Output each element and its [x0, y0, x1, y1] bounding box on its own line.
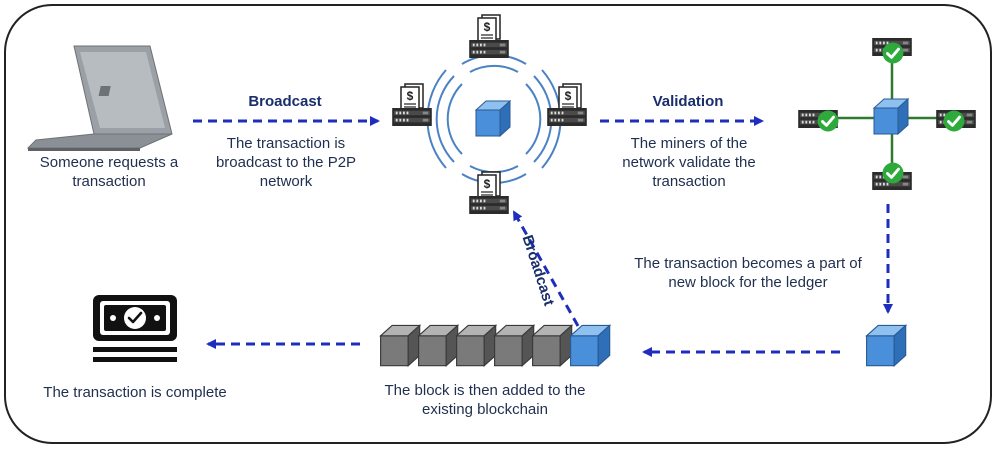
- document-dollar-icon: [400, 83, 424, 112]
- added-label: The block is then added to the existing …: [384, 382, 586, 418]
- broadcast-title: Broadcast: [248, 93, 322, 110]
- document-dollar-icon: [558, 83, 582, 112]
- new-block-label: The transaction becomes a part of new bl…: [634, 255, 862, 291]
- complete-label: The transaction is complete: [43, 384, 227, 401]
- money-bill-icon: [93, 295, 177, 362]
- server-icon-bottom: [469, 171, 509, 214]
- server-icon-top: [469, 14, 509, 58]
- block-icon: [866, 324, 907, 367]
- block-icon: [456, 324, 497, 367]
- server-icon-right: [547, 83, 587, 126]
- block-icon: [418, 324, 459, 367]
- diagram-frame: [4, 4, 992, 444]
- block-icon: [475, 100, 511, 137]
- request-label: Someone requests a transaction: [39, 154, 179, 190]
- broadcast-desc: The transaction is broadcast to the P2P …: [215, 135, 357, 190]
- check-icon: [882, 162, 904, 184]
- check-icon: [817, 110, 839, 132]
- document-dollar-icon: [477, 171, 501, 200]
- server-icon-left: [392, 83, 432, 126]
- validation-desc: The miners of the network validate the t…: [622, 135, 756, 190]
- block-icon: [873, 98, 909, 135]
- laptop-icon: [26, 45, 173, 151]
- p2p-network: [392, 14, 587, 214]
- validation-title: Validation: [652, 93, 724, 110]
- block-icon: [570, 324, 611, 367]
- check-icon: [882, 42, 904, 64]
- document-dollar-icon: [477, 14, 501, 43]
- arrow-rebroadcast: [512, 210, 580, 327]
- validation-network: [798, 38, 976, 190]
- broadcast-rings-icon: [426, 54, 562, 184]
- check-icon: [943, 110, 965, 132]
- block-icon: [380, 324, 421, 367]
- blockchain: [380, 324, 611, 367]
- block-icon: [494, 324, 535, 367]
- block-icon: [532, 324, 573, 367]
- arrows: [193, 116, 893, 357]
